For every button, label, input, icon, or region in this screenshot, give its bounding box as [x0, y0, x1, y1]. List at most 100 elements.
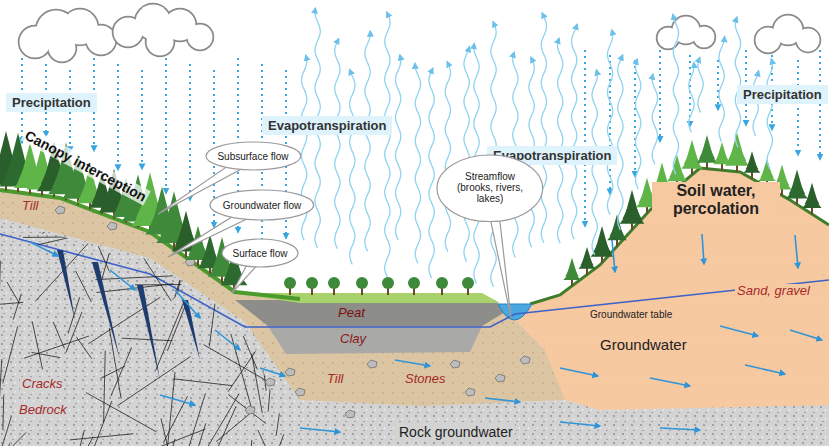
tree-crown: [382, 277, 394, 289]
crack-line: [95, 276, 173, 280]
water-crack: [137, 285, 160, 380]
tree-crown: [306, 277, 318, 289]
flow-arrow: [795, 235, 798, 268]
crack-line: [88, 297, 160, 344]
callout-bubble: Surface flow: [221, 238, 299, 268]
evapotranspiration-arrow: [415, 63, 420, 263]
callout-text: Streamflow (brooks, rivers, lakes): [450, 171, 530, 204]
crack-line: [70, 434, 134, 440]
tree-crown: [607, 228, 627, 240]
stone: [367, 360, 377, 368]
conifer-tree: [725, 133, 749, 172]
conifer-tree: [744, 151, 761, 178]
precipitation-arrow: [659, 50, 661, 142]
hill-grass: [530, 168, 829, 304]
flow-arrow: [560, 422, 600, 426]
cloud: [657, 16, 715, 49]
tree-crown: [408, 277, 420, 289]
stone: [285, 368, 295, 376]
crack-line: [76, 271, 92, 302]
stone: [245, 406, 255, 414]
stone: [520, 356, 530, 364]
bedrock-layer: [0, 168, 829, 446]
stone: [450, 360, 460, 368]
label-box: Precipitation: [737, 85, 828, 104]
crack-line: [62, 437, 94, 446]
tree-crown: [578, 259, 595, 269]
flow-arrow: [560, 368, 598, 376]
label-box: Precipitation: [6, 93, 97, 112]
stones: [55, 206, 530, 418]
crack-line: [276, 405, 281, 436]
callout-bubble: Groundwater flow: [209, 189, 315, 221]
tree-crown: [744, 163, 761, 172]
evapotranspiration-arrow: [395, 55, 400, 240]
callout-ellipse: [222, 239, 298, 267]
crack-line: [7, 282, 20, 304]
callout-bubble: Streamflow (brooks, rivers, lakes): [436, 154, 544, 223]
stone: [55, 206, 65, 214]
flow-arrow: [260, 368, 285, 376]
callout-text: Surface flow: [232, 248, 287, 259]
crack-line: [263, 289, 284, 341]
flow-arrow: [300, 428, 340, 432]
crack-line: [134, 429, 205, 446]
process-label: Precipitation: [12, 95, 91, 110]
precipitation-arrow: [797, 60, 799, 155]
stone: [107, 222, 117, 230]
callout-ellipse: [210, 190, 314, 220]
flow-arrow: [650, 378, 690, 386]
crack-line: [0, 359, 2, 415]
layer-label: Peat: [336, 306, 367, 321]
layer-label: Till: [325, 372, 346, 387]
crack-line: [173, 379, 232, 386]
tree-crown: [284, 277, 296, 289]
crack-line: [259, 302, 262, 339]
crack-line: [0, 432, 26, 446]
layer-label: Clay: [338, 332, 368, 347]
flow-arrow: [702, 234, 704, 264]
precipitation-arrow: [819, 50, 821, 159]
ground-layers: [0, 168, 829, 446]
tree-crown: [802, 197, 821, 209]
tree-crown: [462, 277, 474, 289]
crack-line: [161, 418, 175, 446]
callout-bubble: Subsurface flow: [205, 141, 302, 171]
crack-line: [24, 336, 89, 358]
evapotranspiration-arrow: [558, 38, 563, 243]
tree-crown: [563, 270, 580, 280]
tree-crown: [328, 277, 340, 289]
flow-arrow: [720, 326, 758, 336]
precipitation-arrow: [584, 50, 586, 226]
crack-line: [93, 401, 112, 446]
callout-ellipse: [437, 155, 543, 222]
crack-line: [228, 317, 279, 391]
crack-line: [255, 328, 267, 364]
conifer-tree: [802, 183, 821, 214]
crack-line: [164, 396, 188, 442]
evapotranspiration-arrow: [365, 31, 370, 251]
crack-line: [96, 284, 173, 293]
crack-line: [167, 301, 187, 351]
flow-arrow: [110, 270, 135, 290]
stone: [265, 378, 275, 386]
layer-label: Cracks: [20, 377, 64, 392]
tree-crown: [667, 169, 687, 181]
layer-label: Stones: [403, 372, 447, 387]
precipitation-arrow: [117, 64, 119, 170]
clay-layer: [268, 326, 482, 354]
crack-line: [32, 321, 42, 369]
cloud-fill: [147, 29, 174, 56]
evapotranspiration-arrow: [673, 14, 679, 174]
crack-line: [198, 394, 239, 446]
deciduous-tree: [382, 277, 394, 295]
crack-line: [216, 414, 250, 442]
water-label: Groundwater: [598, 336, 689, 353]
flow-arrow: [790, 330, 822, 340]
crack-line: [0, 444, 9, 446]
crack-line: [101, 253, 109, 282]
crack-line: [166, 372, 175, 446]
peat-layer: [235, 300, 505, 326]
deciduous-tree: [284, 277, 296, 295]
